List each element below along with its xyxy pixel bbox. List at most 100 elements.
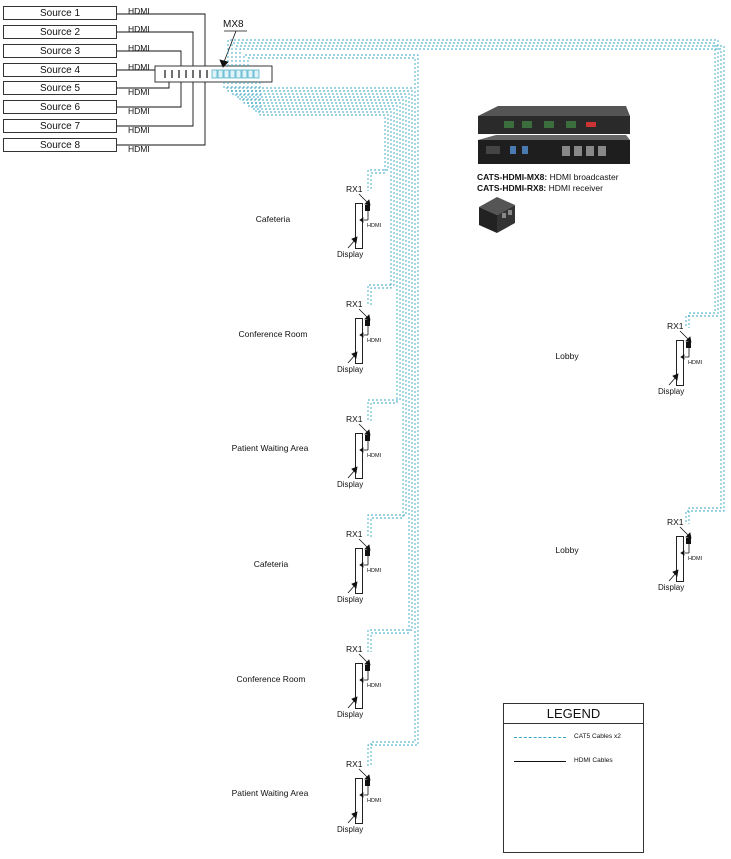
legend-title: LEGEND (504, 704, 643, 724)
hdmi-cable-label: HDMI (128, 62, 150, 72)
source-box: Source 7 (3, 119, 117, 133)
mx8-model: CATS-HDMI-MX8: (477, 172, 548, 182)
hdmi-cable-label: HDMI (128, 43, 150, 53)
source-box: Source 6 (3, 100, 117, 114)
mx8-cat5-port (217, 69, 224, 79)
rx8-product-photo (479, 197, 515, 233)
receiver-arrows (347, 653, 371, 709)
room-label: Cafeteria (253, 559, 289, 569)
display-label: Display (658, 583, 685, 592)
hdmi-output-label: HDMI (688, 556, 703, 562)
rx1-label: RX1 (346, 184, 363, 194)
display-screen (355, 203, 363, 249)
legend-hdmi-label: HDMI Cables (574, 757, 613, 764)
receiver-block (365, 320, 370, 326)
product-caption: CATS-HDMI-MX8: HDMI broadcaster CATS-HDM… (477, 172, 619, 194)
source-box: Source 2 (3, 25, 117, 39)
receiver-arrows (347, 538, 371, 594)
hdmi-output-label: HDMI (367, 338, 382, 344)
rx1-label: RX1 (346, 644, 363, 654)
hdmi-cable-label: HDMI (128, 6, 150, 16)
display-label: Display (337, 365, 364, 374)
mx8-description: HDMI broadcaster (547, 172, 619, 182)
mx8-label: MX8 (223, 19, 244, 30)
display-label: Display (337, 250, 364, 259)
source-box: Source 5 (3, 81, 117, 95)
legend-cat5-line (514, 737, 566, 738)
hdmi-output-label: HDMI (688, 360, 703, 366)
receiver-arrows (347, 193, 371, 249)
display-screen (355, 663, 363, 709)
source-box: Source 8 (3, 138, 117, 152)
display-label: Display (337, 480, 364, 489)
room-label: Conference Room (238, 329, 308, 339)
receiver-arrows (347, 308, 371, 364)
room-label: Lobby (555, 351, 579, 361)
hdmi-output-label: HDMI (367, 683, 382, 689)
receiver-arrows (347, 768, 371, 824)
receiver-block (365, 665, 370, 671)
display-screen (355, 778, 363, 824)
source-box: Source 4 (3, 63, 117, 77)
legend: LEGEND CAT5 Cables x2 HDMI Cables (503, 703, 644, 853)
mx8-product-photo (478, 106, 630, 164)
source-box: Source 1 (3, 6, 117, 20)
rx1-label: RX1 (346, 529, 363, 539)
mx8-unit (154, 65, 273, 83)
display-screen (676, 340, 684, 386)
rx1-label: RX1 (667, 321, 684, 331)
hdmi-output-label: HDMI (367, 798, 382, 804)
room-label: Cafeteria (255, 214, 291, 224)
receiver-block (365, 205, 370, 211)
cat5-cable-patient-2 (243, 54, 419, 766)
cat5-cable-cafeteria-1 (259, 82, 386, 191)
hdmi-cable-source-1 (117, 13, 206, 68)
rx8-description: HDMI receiver (546, 183, 603, 193)
mx8-cat5-port (241, 69, 248, 79)
receiver-block (365, 780, 370, 786)
display-screen (355, 433, 363, 479)
rx1-label: RX1 (667, 517, 684, 527)
mx8-cat5-port (229, 69, 236, 79)
hdmi-cable-label: HDMI (128, 87, 150, 97)
display-label: Display (337, 710, 364, 719)
display-screen (355, 318, 363, 364)
legend-cat5-label: CAT5 Cables x2 (574, 733, 621, 740)
mx8-pointer (219, 30, 247, 68)
mx8-cat5-port (211, 69, 218, 79)
rx1-label: RX1 (346, 759, 363, 769)
rx8-model: CATS-HDMI-RX8: (477, 183, 547, 193)
mx8-cat5-port (253, 69, 260, 79)
mx8-cat5-port (247, 69, 254, 79)
hdmi-output-label: HDMI (367, 568, 382, 574)
rx1-label: RX1 (346, 299, 363, 309)
display-label: Display (337, 825, 364, 834)
hdmi-cable-label: HDMI (128, 24, 150, 34)
room-label: Patient Waiting Area (231, 443, 309, 453)
display-screen (676, 536, 684, 582)
receiver-block (365, 550, 370, 556)
room-label: Lobby (555, 545, 579, 555)
cat5-cable-lobby-1 (227, 39, 719, 328)
room-label: Conference Room (236, 674, 306, 684)
hdmi-output-label: HDMI (367, 223, 382, 229)
mx8-chassis (154, 65, 273, 83)
hdmi-cable-label: HDMI (128, 125, 150, 135)
cat5-cable-patient-2 (247, 57, 416, 766)
cat5-cable-cafeteria-1 (255, 82, 389, 191)
hdmi-cable-label: HDMI (128, 106, 150, 116)
hdmi-output-label: HDMI (367, 453, 382, 459)
display-label: Display (658, 387, 685, 396)
receiver-block (365, 435, 370, 441)
legend-hdmi-line (514, 761, 566, 762)
receiver-block (686, 538, 691, 544)
mx8-cat5-port (235, 69, 242, 79)
source-box: Source 3 (3, 44, 117, 58)
receiver-arrows (668, 330, 692, 386)
hdmi-cable-label: HDMI (128, 144, 150, 154)
room-label: Patient Waiting Area (231, 788, 309, 798)
mx8-cat5-port (223, 69, 230, 79)
display-label: Display (337, 595, 364, 604)
receiver-arrows (668, 526, 692, 582)
receiver-block (686, 342, 691, 348)
